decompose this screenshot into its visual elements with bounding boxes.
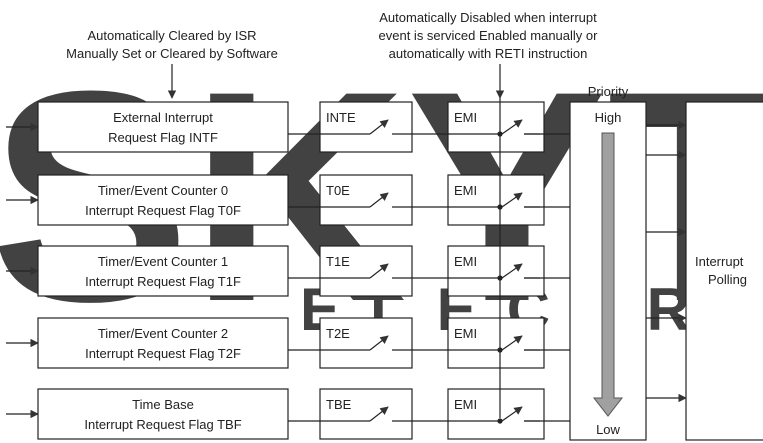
emi-switch	[501, 263, 523, 279]
enable-label: INTE	[326, 110, 356, 125]
emi-label: EMI	[454, 326, 477, 341]
enable-label: T0E	[326, 183, 350, 198]
enable-label: T1E	[326, 254, 350, 269]
emi-box	[447, 245, 545, 297]
flag-label-line1: Timer/Event Counter 0	[98, 183, 228, 198]
emi-switch	[501, 406, 523, 422]
junction-dot	[497, 418, 503, 424]
flag-label-line1: Timer/Event Counter 2	[98, 326, 228, 341]
flag-label-line2: Interrupt Request Flag T0F	[85, 203, 241, 218]
priority-high-label: High	[595, 110, 622, 125]
enable-switch	[369, 263, 389, 279]
emi-box	[447, 101, 545, 153]
flag-box	[37, 174, 289, 226]
emi-label: EMI	[454, 183, 477, 198]
enable-switch	[369, 335, 389, 351]
flag-label-line2: Interrupt Request Flag TBF	[84, 417, 241, 432]
enable-box	[319, 388, 413, 440]
flag-box	[37, 245, 289, 297]
flag-label-line2: Request Flag INTF	[108, 130, 218, 145]
enable-switch	[369, 119, 389, 135]
emi-annotation-line1: Automatically Disabled when interrupt	[379, 10, 597, 25]
emi-annotation-line2: event is serviced Enabled manually or	[379, 28, 599, 43]
polling-label-line1: Interrupt	[695, 254, 744, 269]
emi-label: EMI	[454, 254, 477, 269]
enable-label: TBE	[326, 397, 352, 412]
enable-box	[319, 317, 413, 369]
flag-label-line1: Timer/Event Counter 1	[98, 254, 228, 269]
isr-annotation-bottom: Manually Set or Cleared by Software	[66, 46, 278, 61]
emi-box	[447, 317, 545, 369]
isr-annotation-top: Automatically Cleared by ISR	[87, 28, 256, 43]
emi-annotation-line3: automatically with RETI instruction	[389, 46, 588, 61]
polling-box	[685, 101, 763, 441]
priority-low-label: Low	[596, 422, 620, 437]
enable-label: T2E	[326, 326, 350, 341]
polling-label-line2: Polling	[708, 272, 747, 287]
emi-box	[447, 388, 545, 440]
enable-box	[319, 174, 413, 226]
flag-label-line1: Time Base	[132, 397, 194, 412]
emi-switch	[501, 119, 523, 135]
emi-box	[447, 174, 545, 226]
priority-arrow	[592, 132, 624, 417]
flag-label-line2: Interrupt Request Flag T2F	[85, 346, 241, 361]
flag-box	[37, 317, 289, 369]
flag-box	[37, 101, 289, 153]
emi-switch	[501, 192, 523, 208]
enable-switch	[369, 406, 389, 422]
enable-switch	[369, 192, 389, 208]
emi-switch	[501, 335, 523, 351]
emi-label: EMI	[454, 110, 477, 125]
flag-label-line1: External Interrupt	[113, 110, 213, 125]
enable-box	[319, 245, 413, 297]
flag-box	[37, 388, 289, 440]
priority-label: Priority	[588, 84, 629, 99]
emi-label: EMI	[454, 397, 477, 412]
flag-label-line2: Interrupt Request Flag T1F	[85, 274, 241, 289]
enable-box	[319, 101, 413, 153]
